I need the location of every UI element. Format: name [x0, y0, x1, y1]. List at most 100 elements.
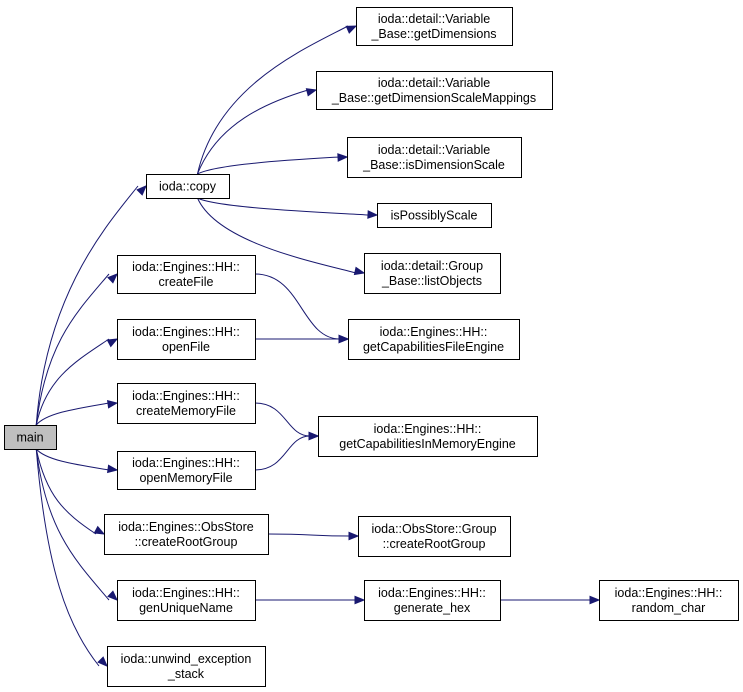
arrowhead — [354, 595, 366, 605]
node-isDimensionScale[interactable]: ioda::detail::Variable_Base::isDimension… — [347, 137, 522, 178]
node-label-line: main — [16, 431, 43, 445]
node-isPossiblyScale[interactable]: isPossiblyScale — [377, 203, 492, 228]
edge-line — [35, 338, 110, 426]
arrowhead — [348, 531, 360, 541]
node-createMemoryFile[interactable]: ioda::Engines::HH::createMemoryFile — [117, 383, 256, 424]
node-unwind[interactable]: ioda::unwind_exception_stack — [107, 646, 266, 687]
node-getDimensions[interactable]: ioda::detail::Variable_Base::getDimensio… — [356, 7, 513, 46]
edge-createFile-to-getCapabilitiesFileEngine — [254, 273, 350, 344]
node-listObjects[interactable]: ioda::detail::Group_Base::listObjects — [364, 253, 501, 294]
node-label-line: createFile — [159, 275, 214, 289]
node-label-line: _Base::getDimensions — [370, 27, 496, 41]
node-label-line: ioda::detail::Variable — [378, 12, 490, 26]
node-label-line: getCapabilitiesFileEngine — [363, 340, 504, 354]
edge-layer — [35, 25, 601, 667]
node-createRootGroupObs[interactable]: ioda::Engines::ObsStore::createRootGroup — [104, 514, 269, 555]
node-box — [104, 514, 269, 555]
node-createRootGroupGroup[interactable]: ioda::ObsStore::Group::createRootGroup — [358, 516, 511, 557]
arrowhead — [107, 273, 118, 284]
edge-main-to-openFile — [35, 338, 119, 426]
node-box — [146, 174, 230, 199]
node-label-line: createMemoryFile — [136, 404, 236, 418]
edge-line — [267, 533, 351, 537]
node-openFile[interactable]: ioda::Engines::HH::openFile — [117, 319, 256, 360]
edge-line — [197, 197, 357, 274]
edge-line — [35, 273, 110, 426]
edge-generate_hex-to-random_char — [499, 595, 601, 605]
edge-line — [35, 402, 110, 426]
node-copy[interactable]: ioda::copy — [146, 174, 230, 199]
node-label-line: ioda::detail::Variable — [378, 143, 490, 157]
edge-line — [197, 156, 340, 175]
edge-line — [196, 25, 349, 175]
edge-copy-to-isDimensionScale — [197, 153, 349, 175]
node-box — [599, 580, 739, 621]
arrowhead — [345, 25, 358, 34]
arrowhead — [353, 266, 366, 276]
arrowhead — [589, 595, 601, 605]
node-label-line: ::createRootGroup — [383, 537, 486, 551]
node-main: main — [4, 425, 57, 450]
arrowhead — [107, 464, 119, 474]
node-label-line: openMemoryFile — [139, 471, 232, 485]
node-label-line: random_char — [632, 601, 706, 615]
edge-main-to-openMemoryFile — [35, 448, 119, 474]
edge-genUniqueName-to-generate_hex — [254, 595, 366, 605]
arrowhead — [338, 334, 350, 344]
arrowhead — [107, 590, 118, 601]
arrowhead — [305, 88, 318, 97]
edge-line — [35, 448, 110, 471]
node-getCapabilitiesFileEngine[interactable]: ioda::Engines::HH::getCapabilitiesFileEn… — [348, 319, 520, 360]
node-box — [318, 416, 538, 457]
edge-line — [196, 89, 309, 175]
edge-openFile-to-getCapabilitiesFileEngine — [255, 334, 350, 344]
node-getCapabilitiesInMemoryEngine[interactable]: ioda::Engines::HH::getCapabilitiesInMemo… — [318, 416, 538, 457]
edge-copy-to-listObjects — [197, 197, 366, 276]
edge-line — [254, 273, 341, 340]
edge-line — [35, 448, 97, 535]
node-label-line: ioda::detail::Variable — [378, 76, 490, 90]
edge-openMemoryFile-to-getCapabilitiesInMemoryEngine — [254, 431, 320, 471]
edge-main-to-createFile — [35, 273, 118, 426]
edge-main-to-genUniqueName — [35, 448, 118, 601]
edge-main-to-createRootGroupObs — [35, 448, 106, 535]
node-label-line: ioda::Engines::HH:: — [378, 586, 486, 600]
node-box — [117, 319, 256, 360]
node-label-line: ioda::Engines::HH:: — [380, 325, 488, 339]
node-box — [117, 383, 256, 424]
arrowhead — [136, 185, 147, 196]
edge-line — [254, 435, 311, 471]
node-label-line: ioda::Engines::HH:: — [132, 389, 240, 403]
node-label-line: openFile — [162, 340, 210, 354]
node-box — [117, 451, 256, 490]
node-generate_hex[interactable]: ioda::Engines::HH::generate_hex — [364, 580, 501, 621]
node-label-line: _Base::listObjects — [381, 274, 482, 288]
node-openMemoryFile[interactable]: ioda::Engines::HH::openMemoryFile — [117, 451, 256, 490]
edge-line — [197, 197, 370, 216]
node-box — [364, 580, 501, 621]
edge-line — [35, 448, 110, 601]
node-label-line: generate_hex — [394, 601, 471, 615]
node-box — [347, 137, 522, 178]
edge-main-to-unwind — [35, 448, 108, 667]
node-label-line: ioda::Engines::ObsStore — [118, 520, 254, 534]
node-createFile[interactable]: ioda::Engines::HH::createFile — [117, 255, 256, 294]
edge-main-to-copy — [35, 185, 147, 426]
arrowhead — [367, 210, 379, 219]
node-box — [364, 253, 501, 294]
node-genUniqueName[interactable]: ioda::Engines::HH::genUniqueName — [117, 580, 256, 621]
edge-line — [35, 185, 139, 426]
node-label-line: getCapabilitiesInMemoryEngine — [339, 437, 516, 451]
node-label-line: isPossiblyScale — [391, 209, 478, 223]
node-box — [117, 255, 256, 294]
node-random_char[interactable]: ioda::Engines::HH::random_char — [599, 580, 739, 621]
node-box — [377, 203, 492, 228]
arrowhead — [97, 656, 108, 667]
node-label-line: ioda::ObsStore::Group — [371, 522, 496, 536]
node-label-line: _Base::isDimensionScale — [362, 158, 505, 172]
edge-copy-to-getDimensionScaleMappings — [196, 88, 318, 175]
node-box — [358, 516, 511, 557]
edge-line — [35, 448, 100, 667]
node-getDimensionScaleMappings[interactable]: ioda::detail::Variable_Base::getDimensio… — [316, 71, 553, 110]
